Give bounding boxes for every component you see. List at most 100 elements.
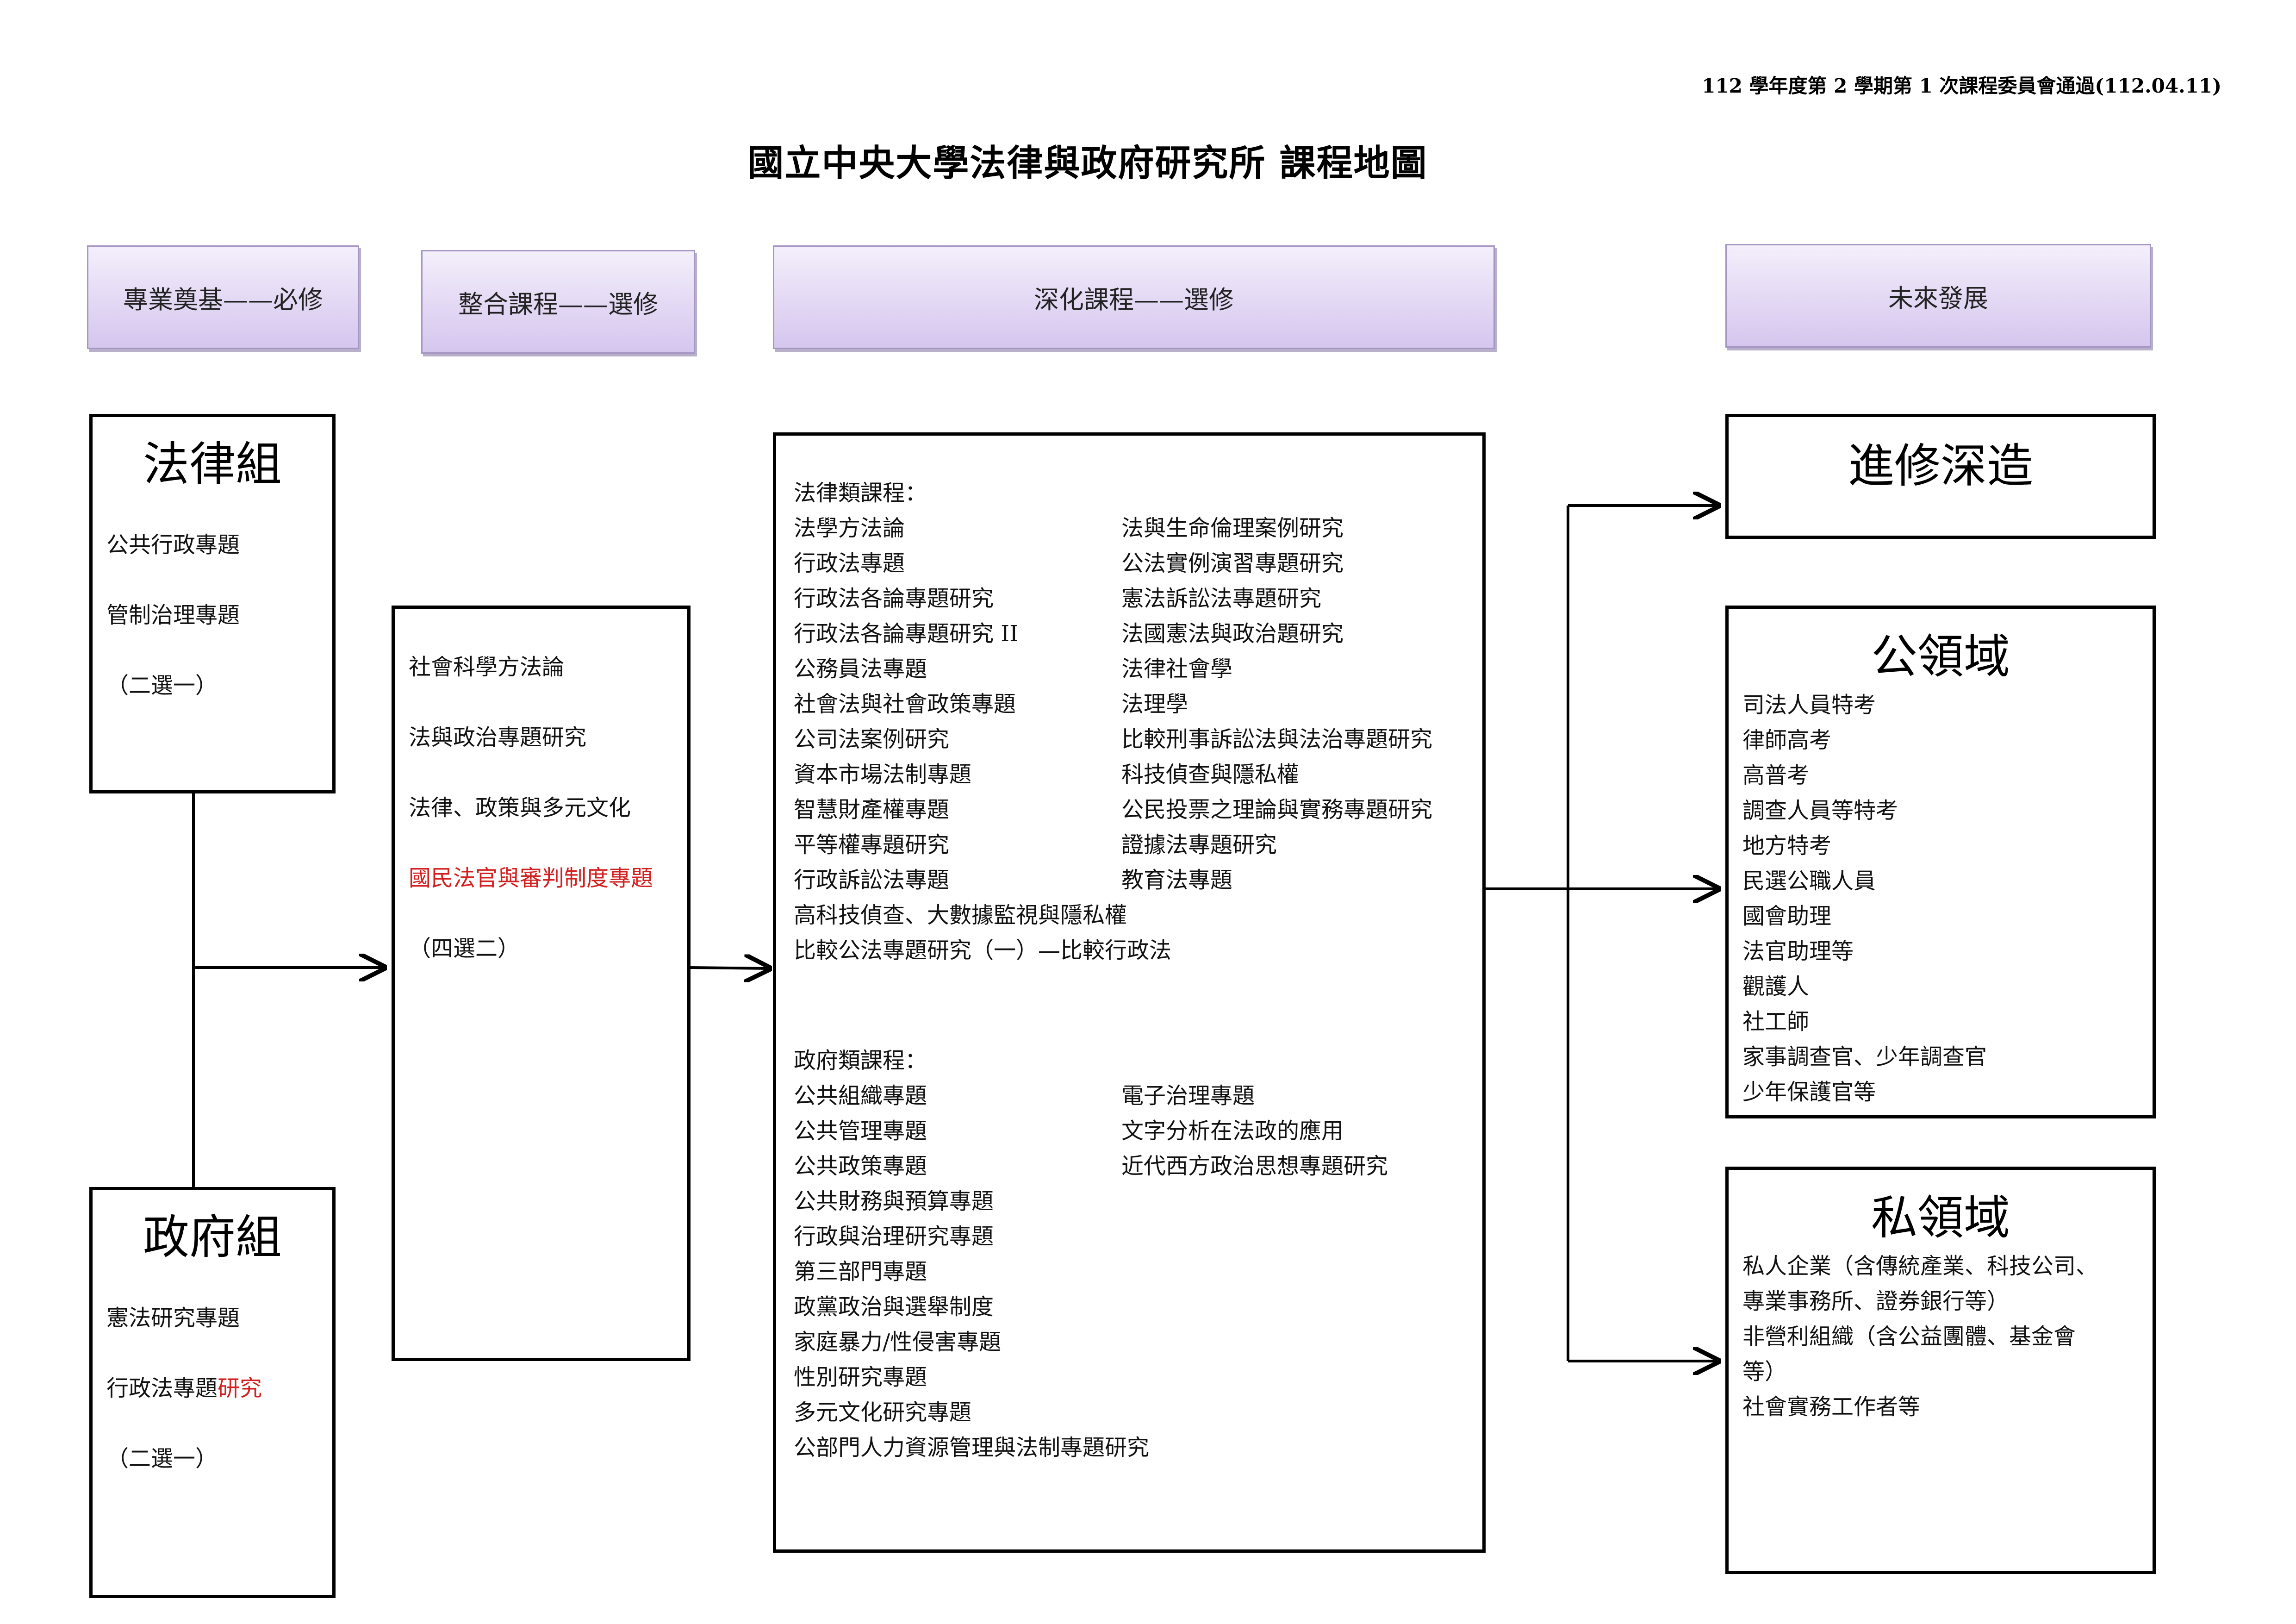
approval-note: 112 學年度第 2 學期第 1 次課程委員會通過(112.04.11) xyxy=(1702,75,2221,97)
integration-box: 社會科學方法論 法與政治專題研究 法律、政策與多元文化 國民法官與審判制度專題 … xyxy=(392,606,691,1361)
gov-item-prefix: 行政法專題 xyxy=(106,1375,218,1401)
law-group-item: 公共行政專題 xyxy=(106,532,240,558)
integration-item: （四選二） xyxy=(409,936,520,962)
integration-item: 法與政治專題研究 xyxy=(409,725,587,750)
law-course-item: 比較刑事訴訟法與法治專題研究 xyxy=(1121,726,1433,752)
gov-group-box: 政府組 憲法研究專題 行政法專題研究 （二選一） xyxy=(89,1187,336,1598)
law-course-item: 社會法與社會政策專題 xyxy=(794,691,1016,717)
gov-group-item: 憲法研究專題 xyxy=(106,1305,240,1331)
gov-group-title: 政府組 xyxy=(143,1210,282,1264)
law-courses-right: 法與生命倫理案例研究公法實例演習專題研究憲法訴訟法專題研究法國憲法與政治題研究法… xyxy=(1121,511,1432,898)
public-career-item: 社工師 xyxy=(1742,1009,1810,1035)
law-course-item: 法國憲法與政治題研究 xyxy=(1121,621,1344,647)
law-course-item: 資本市場法制專題 xyxy=(794,762,972,787)
private-sector-list: 私人企業（含傳統產業、科技公司、專業事務所、證券銀行等） 非營利組織（含公益團體、… xyxy=(1742,1249,2098,1424)
gov-group-list: 憲法研究專題 行政法專題研究 （二選一） xyxy=(106,1283,262,1494)
gov-course-item: 行政與治理研究專題 xyxy=(794,1224,994,1249)
public-career-item: 法官助理等 xyxy=(1742,938,1854,964)
private-sector-box: 私領域 私人企業（含傳統產業、科技公司、專業事務所、證券銀行等） 非營利組織（含公… xyxy=(1725,1167,2156,1574)
gov-course-item: 政黨政治與選舉制度 xyxy=(794,1294,994,1320)
gov-course-item: 第三部門專題 xyxy=(794,1259,927,1285)
gov-courses-label: 政府類課程： xyxy=(794,1048,927,1074)
public-career-item: 民選公職人員 xyxy=(1742,868,1876,894)
law-group-box: 法律組 公共行政專題 管制治理專題 （二選一） xyxy=(89,414,336,793)
gov-course-item: 公共組織專題 xyxy=(794,1083,927,1109)
gov-course-item: 性別研究專題 xyxy=(794,1364,927,1390)
law-course-item: 憲法訴訟法專題研究 xyxy=(1121,586,1322,612)
integration-item: 國民法官與審判制度專題 xyxy=(409,865,653,891)
law-course-item: 公務員法專題 xyxy=(794,656,927,682)
further-study-box: 進修深造 xyxy=(1725,414,2156,539)
public-sector-box: 公領域 司法人員特考律師高考高普考調查人員等特考地方特考民選公職人員國會助理法官… xyxy=(1725,606,2156,1118)
header-future: 未來發展 xyxy=(1725,244,2151,348)
law-group-title: 法律組 xyxy=(143,437,282,491)
integration-item: 法律、政策與多元文化 xyxy=(409,795,631,821)
private-career-item: 專業事務所、證券銀行等） xyxy=(1742,1288,2010,1314)
law-course-item: 高科技偵查、大數據監視與隱私權 xyxy=(794,902,1127,928)
law-course-item: 證據法專題研究 xyxy=(1121,832,1277,858)
law-course-item: 平等權專題研究 xyxy=(794,832,950,858)
law-group-list: 公共行政專題 管制治理專題 （二選一） xyxy=(106,510,240,721)
public-career-item: 少年保護官等 xyxy=(1742,1079,1876,1105)
integration-item: 社會科學方法論 xyxy=(409,654,565,680)
header-foundation: 專業奠基——必修 xyxy=(87,245,359,349)
gov-course-item: 家庭暴力/性侵害專題 xyxy=(794,1329,1002,1355)
advanced-box: 法律類課程： 法學方法論行政法專題行政法各論專題研究行政法各論專題研究 II 公務… xyxy=(773,432,1486,1553)
gov-course-item: 公共政策專題 xyxy=(794,1153,927,1179)
public-sector-list: 司法人員特考律師高考高普考調查人員等特考地方特考民選公職人員國會助理法官助理等觀… xyxy=(1742,687,1987,1110)
law-course-item: 公民投票之理論與實務專題研究 xyxy=(1121,797,1433,823)
law-course-item: 行政訴訟法專題 xyxy=(794,867,950,893)
gov-course-section: 政府類課程： 公共組織專題公共管理專題公共政策專題公共財務與預算專題行政與治理研… xyxy=(794,1043,1149,1465)
header-integration: 整合課程——選修 xyxy=(421,250,695,354)
law-course-section: 法律類課程： 法學方法論行政法專題行政法各論專題研究行政法各論專題研究 II 公務… xyxy=(794,475,1171,968)
law-course-item: 法理學 xyxy=(1121,691,1188,717)
law-courses-label: 法律類課程： xyxy=(794,480,927,506)
public-career-item: 司法人員特考 xyxy=(1742,692,1876,718)
law-course-item: 智慧財產權專題 xyxy=(794,797,950,823)
law-course-item: 法與生命倫理案例研究 xyxy=(1121,515,1344,541)
private-career-item: 等） xyxy=(1742,1359,1787,1385)
law-course-item: 比較公法專題研究（一）—比較行政法 xyxy=(794,937,1172,963)
law-course-item: 科技偵查與隱私權 xyxy=(1121,762,1300,787)
gov-course-item: 電子治理專題 xyxy=(1121,1083,1255,1109)
private-sector-title: 私領域 xyxy=(1871,1191,2010,1245)
law-course-item: 教育法專題 xyxy=(1121,867,1233,893)
gov-course-item: 近代西方政治思想專題研究 xyxy=(1121,1153,1388,1179)
law-course-item: 法學方法論 xyxy=(794,515,905,541)
page-title: 國立中央大學法律與政府研究所 課程地圖 xyxy=(747,142,1428,184)
public-career-item: 家事調查官、少年調查官 xyxy=(1742,1044,1987,1070)
gov-courses-left: 公共組織專題公共管理專題公共政策專題公共財務與預算專題行政與治理研究專題第三部門… xyxy=(794,1078,1149,1465)
private-career-item: 社會實務工作者等 xyxy=(1742,1394,1921,1420)
gov-course-item: 公部門人力資源管理與法制專題研究 xyxy=(794,1435,1150,1461)
public-career-item: 調查人員等特考 xyxy=(1742,798,1898,824)
gov-item-red-suffix: 研究 xyxy=(218,1375,262,1401)
law-courses-left: 法學方法論行政法專題行政法各論專題研究行政法各論專題研究 II 公務員法專題社會法… xyxy=(794,511,1171,968)
public-career-item: 觀護人 xyxy=(1742,974,1810,999)
law-group-item: （二選一） xyxy=(106,673,218,699)
gov-course-item: 公共管理專題 xyxy=(794,1118,927,1144)
law-course-item: 公法實例演習專題研究 xyxy=(1121,550,1344,576)
header-advanced: 深化課程——選修 xyxy=(773,245,1495,349)
further-study-title: 進修深造 xyxy=(1848,439,2033,493)
private-career-item: 私人企業（含傳統產業、科技公司、 xyxy=(1742,1253,2098,1279)
public-career-item: 地方特考 xyxy=(1742,833,1832,859)
public-career-item: 高普考 xyxy=(1742,762,1810,788)
law-course-item: 行政法各論專題研究 xyxy=(794,586,994,612)
integration-list: 社會科學方法論 法與政治專題研究 法律、政策與多元文化 國民法官與審判制度專題 … xyxy=(409,632,653,984)
law-course-item: 公司法案例研究 xyxy=(794,726,950,752)
gov-course-item: 公共財務與預算專題 xyxy=(794,1188,994,1214)
law-course-item: 法律社會學 xyxy=(1121,656,1233,682)
gov-group-item: 行政法專題研究 xyxy=(106,1353,262,1424)
law-course-item: 行政法各論專題研究 II xyxy=(794,621,1019,647)
gov-group-item: （二選一） xyxy=(106,1446,218,1472)
gov-course-item: 文字分析在法政的應用 xyxy=(1121,1118,1344,1144)
private-career-item: 非營利組織（含公益團體、基金會 xyxy=(1742,1324,2076,1349)
public-career-item: 國會助理 xyxy=(1742,903,1832,929)
gov-course-item: 多元文化研究專題 xyxy=(794,1399,972,1425)
public-career-item: 律師高考 xyxy=(1742,727,1832,753)
law-group-item: 管制治理專題 xyxy=(106,602,240,628)
law-course-item: 行政法專題 xyxy=(794,550,905,576)
public-sector-title: 公領域 xyxy=(1871,630,2010,684)
gov-courses-right: 電子治理專題文字分析在法政的應用近代西方政治思想專題研究 xyxy=(1121,1078,1388,1184)
